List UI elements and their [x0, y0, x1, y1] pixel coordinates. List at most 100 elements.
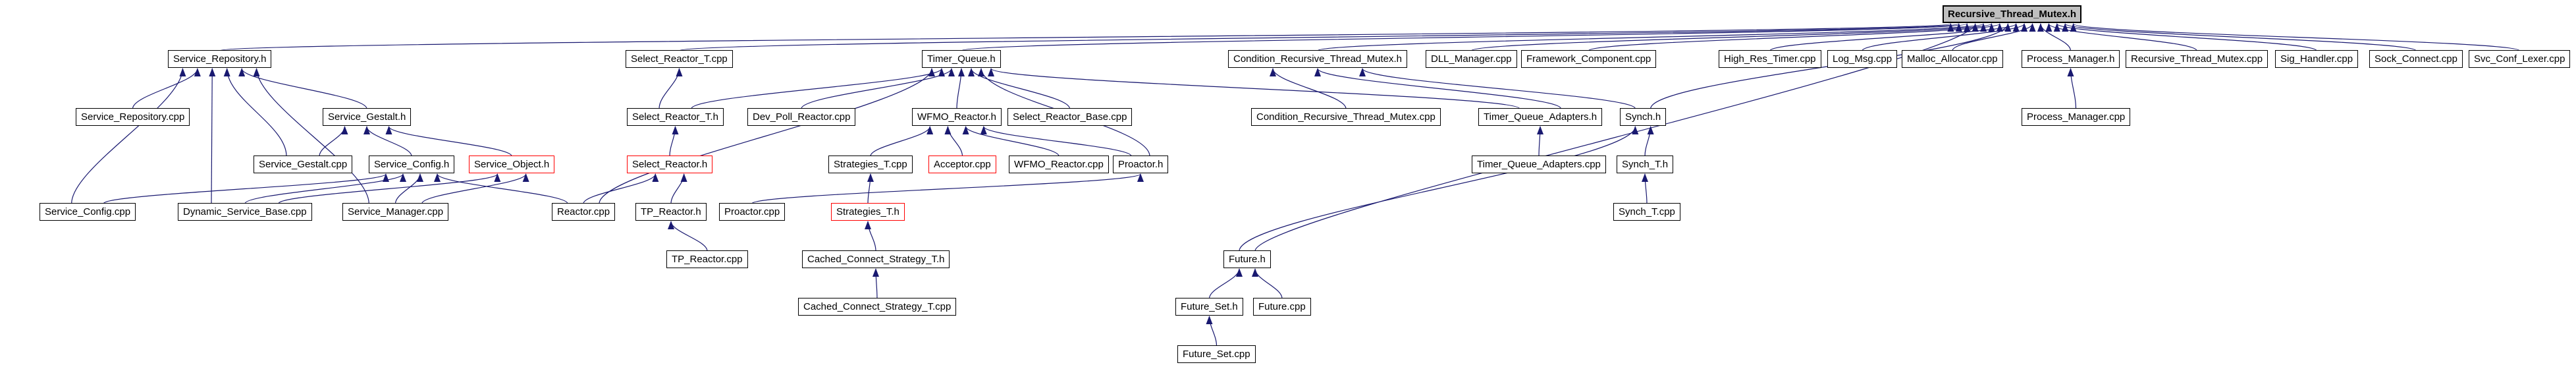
edge-synct_cpp-to-synct_h — [1642, 173, 1649, 204]
edge-malloc_cpp-to-root — [1952, 23, 2036, 51]
edge-reactor_cpp-to-svccfg_h — [434, 173, 568, 204]
edge-svccfg_cpp-to-srvrep_h — [71, 68, 186, 204]
edge-selr_h-to-selrt_h — [669, 126, 679, 157]
edge-svcobj_h-to-gestalt_h — [385, 126, 512, 157]
edge-pm_h-to-root — [2037, 23, 2072, 51]
node-proactor-cpp[interactable]: Proactor.cpp — [719, 203, 786, 221]
edge-gestalt_cpp-to-srvrep_h — [223, 68, 287, 157]
edge-tqa_h-to-tq_h — [988, 68, 1520, 109]
node-service-repository-h[interactable]: Service_Repository.h — [168, 50, 272, 68]
edge-tpr_h-to-selr_h — [670, 173, 687, 204]
node-tp-reactor-h[interactable]: TP_Reactor.h — [635, 203, 707, 221]
node-select-reactor-h[interactable]: Select_Reactor.h — [627, 156, 713, 173]
edge-synct_h-to-synch_h — [1644, 126, 1654, 157]
edge-tpr_cpp-to-tpr_h — [668, 221, 708, 252]
node-sock-connect-cpp[interactable]: Sock_Connect.cpp — [2369, 50, 2463, 68]
node-synch-t-h[interactable]: Synch_T.h — [1617, 156, 1674, 173]
edge-reactor_cpp-to-tq_h — [599, 68, 935, 204]
node-dll-manager-cpp[interactable]: DLL_Manager.cpp — [1426, 50, 1517, 68]
edge-logmsg_cpp-to-root — [1862, 23, 2027, 51]
edge-devpoll_cpp-to-tq_h — [801, 68, 955, 109]
node-strategies-t-cpp[interactable]: Strategies_T.cpp — [828, 156, 913, 173]
edge-svcmgr_cpp-to-svcobj_h — [421, 173, 529, 204]
edge-strat_cpp-to-wfmo_h — [870, 126, 934, 157]
edge-synch_h-to-crtm_h — [1359, 68, 1636, 109]
node-timer-queue-adapters-cpp[interactable]: Timer_Queue_Adapters.cpp — [1472, 156, 1606, 173]
node-service-repository-cpp[interactable]: Service_Repository.cpp — [76, 108, 190, 126]
node-select-reactor-t-h[interactable]: Select_Reactor_T.h — [627, 108, 724, 126]
node-tp-reactor-cpp[interactable]: TP_Reactor.cpp — [666, 250, 748, 268]
node-future-set-h[interactable]: Future_Set.h — [1175, 298, 1243, 316]
edge-dynsvc_cpp-to-svccfg_h — [244, 173, 406, 204]
node-service-object-h[interactable]: Service_Object.h — [469, 156, 555, 173]
node-process-manager-cpp[interactable]: Process_Manager.cpp — [2022, 108, 2131, 126]
edge-tqa_cpp-to-tqa_h — [1536, 126, 1543, 157]
edge-acceptor_cpp-to-wfmo_h — [944, 126, 963, 157]
edge-svccfg_cpp-to-svccfg_h — [103, 173, 389, 204]
node-cached-connect-strategy-t-h[interactable]: Cached_Connect_Strategy_T.h — [802, 250, 950, 268]
edge-dll_cpp-to-root — [1470, 23, 1995, 51]
node-service-gestalt-cpp[interactable]: Service_Gestalt.cpp — [254, 156, 353, 173]
edge-ccs_h-to-strat_h — [865, 221, 876, 252]
node-sig-handler-cpp[interactable]: Sig_Handler.cpp — [2275, 50, 2359, 68]
node-timer-queue-h[interactable]: Timer_Queue.h — [922, 50, 1001, 68]
edge-srvrep_h-to-root — [219, 23, 1953, 51]
edge-hrt_cpp-to-root — [1769, 23, 2020, 51]
node-service-config-h[interactable]: Service_Config.h — [369, 156, 455, 173]
node-future-set-cpp[interactable]: Future_Set.cpp — [1177, 345, 1256, 363]
node-acceptor-cpp[interactable]: Acceptor.cpp — [928, 156, 996, 173]
edge-tq_h-to-root — [961, 23, 1970, 51]
edge-pm_cpp-to-pm_h — [2067, 68, 2077, 109]
node-service-manager-cpp[interactable]: Service_Manager.cpp — [342, 203, 449, 221]
node-process-manager-h[interactable]: Process_Manager.h — [2022, 50, 2120, 68]
node-select-reactor-base-cpp[interactable]: Select_Reactor_Base.cpp — [1007, 108, 1133, 126]
node-condition-recursive-thread-mutex-h[interactable]: Condition_Recursive_Thread_Mutex.h — [1228, 50, 1407, 68]
edge-dynsvc_cpp-to-svcobj_h — [278, 173, 501, 204]
edge-proactor_h-to-wfmo_h — [980, 126, 1132, 157]
node-proactor-h[interactable]: Proactor.h — [1113, 156, 1169, 173]
edge-futset_h-to-future_h — [1208, 268, 1243, 299]
edge-dynsvc_cpp-to-srvrep_h — [209, 68, 216, 204]
edge-svcmgr_cpp-to-srvrep_h — [253, 68, 369, 204]
edge-selrt_h-to-selrt_cpp — [658, 68, 683, 109]
node-recursive-thread-mutex-cpp[interactable]: Recursive_Thread_Mutex.cpp — [2126, 50, 2268, 68]
node-future-h[interactable]: Future.h — [1223, 250, 1271, 268]
edge-selrt_cpp-to-root — [678, 23, 1962, 51]
node-select-reactor-t-cpp[interactable]: Select_Reactor_T.cpp — [626, 50, 733, 68]
edge-gestalt_cpp-to-gestalt_h — [319, 126, 348, 157]
node-synch-t-cpp[interactable]: Synch_T.cpp — [1613, 203, 1680, 221]
edge-tqa_h-to-crtm_h — [1314, 68, 1561, 109]
node-synch-h[interactable]: Synch.h — [1620, 108, 1667, 126]
node-timer-queue-adapters-h[interactable]: Timer_Queue_Adapters.h — [1478, 108, 1603, 126]
node-dev-poll-reactor-cpp[interactable]: Dev_Poll_Reactor.cpp — [747, 108, 856, 126]
node-condition-recursive-thread-mutex-cpp[interactable]: Condition_Recursive_Thread_Mutex.cpp — [1251, 108, 1441, 126]
node-future-cpp[interactable]: Future.cpp — [1253, 298, 1311, 316]
node-wfmo-reactor-h[interactable]: WFMO_Reactor.h — [912, 108, 1002, 126]
edge-crtm_cpp-to-crtm_h — [1270, 68, 1347, 109]
node-wfmo-reactor-cpp[interactable]: WFMO_Reactor.cpp — [1009, 156, 1109, 173]
node-malloc-allocator-cpp[interactable]: Malloc_Allocator.cpp — [1902, 50, 2003, 68]
edge-selrb_cpp-to-tq_h — [968, 68, 1071, 109]
edge-reactor_cpp-to-selr_h — [583, 173, 659, 204]
edge-svcmgr_cpp-to-svccfg_h — [394, 173, 423, 204]
node-dynamic-service-base-cpp[interactable]: Dynamic_Service_Base.cpp — [178, 203, 312, 221]
node-svc-conf-lexer-cpp[interactable]: Svc_Conf_Lexer.cpp — [2469, 50, 2571, 68]
node-high-res-timer-cpp[interactable]: High_Res_Timer.cpp — [1719, 50, 1821, 68]
edge-svclex_cpp-to-root — [2070, 23, 2520, 51]
edge-selrt_h-to-tq_h — [691, 68, 945, 109]
node-framework-component-cpp[interactable]: Framework_Component.cpp — [1521, 50, 1657, 68]
edge-ccs_cpp-to-ccs_h — [872, 268, 880, 299]
edge-sig_cpp-to-root — [2054, 23, 2317, 51]
node-service-gestalt-h[interactable]: Service_Gestalt.h — [323, 108, 412, 126]
edge-strat_h-to-strat_cpp — [867, 173, 874, 204]
edge-wfmo_h-to-tq_h — [956, 68, 965, 109]
node-strategies-t-h[interactable]: Strategies_T.h — [831, 203, 905, 221]
node-cached-connect-strategy-t-cpp[interactable]: Cached_Connect_Strategy_T.cpp — [798, 298, 957, 316]
node-log-msg-cpp[interactable]: Log_Msg.cpp — [1827, 50, 1898, 68]
node-reactor-cpp[interactable]: Reactor.cpp — [552, 203, 616, 221]
edge-futset_cpp-to-futset_h — [1206, 316, 1218, 347]
edge-svccfg_h-to-gestalt_h — [363, 126, 412, 157]
node-service-config-cpp[interactable]: Service_Config.cpp — [40, 203, 136, 221]
